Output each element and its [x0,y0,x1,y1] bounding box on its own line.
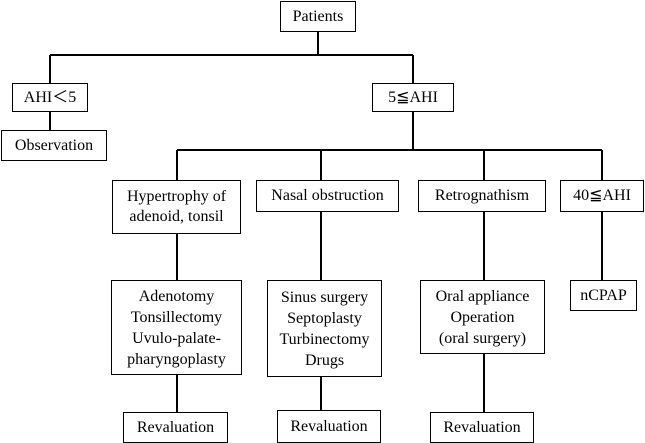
adenotomy-treatment-box: Adenotomy Tonsillectomy Uvulo-palate- ph… [111,280,242,375]
retrognathism-box: Retrognathism [418,180,546,212]
ahi-less-than-5-box: AHI＜5 [12,83,88,112]
revaluation-box-3: Revaluation [430,412,534,443]
revaluation-box-1: Revaluation [123,412,228,443]
sinus-surgery-treatment-box: Sinus surgery Septoplasty Turbinectomy D… [267,280,382,377]
ahi-at-least-40-box: 40≦AHI [560,180,644,212]
nasal-obstruction-box: Nasal obstruction [256,180,399,212]
patients-box: Patients [280,1,356,32]
observation-box: Observation [1,130,107,161]
revaluation-box-2: Revaluation [277,410,381,443]
ahi-at-least-5-box: 5≦AHI [372,83,454,112]
oral-appliance-treatment-box: Oral appliance Operation (oral surgery) [420,280,545,354]
ncpap-box: nCPAP [570,280,637,311]
hypertrophy-box: Hypertrophy of adenoid, tonsil [112,180,241,234]
